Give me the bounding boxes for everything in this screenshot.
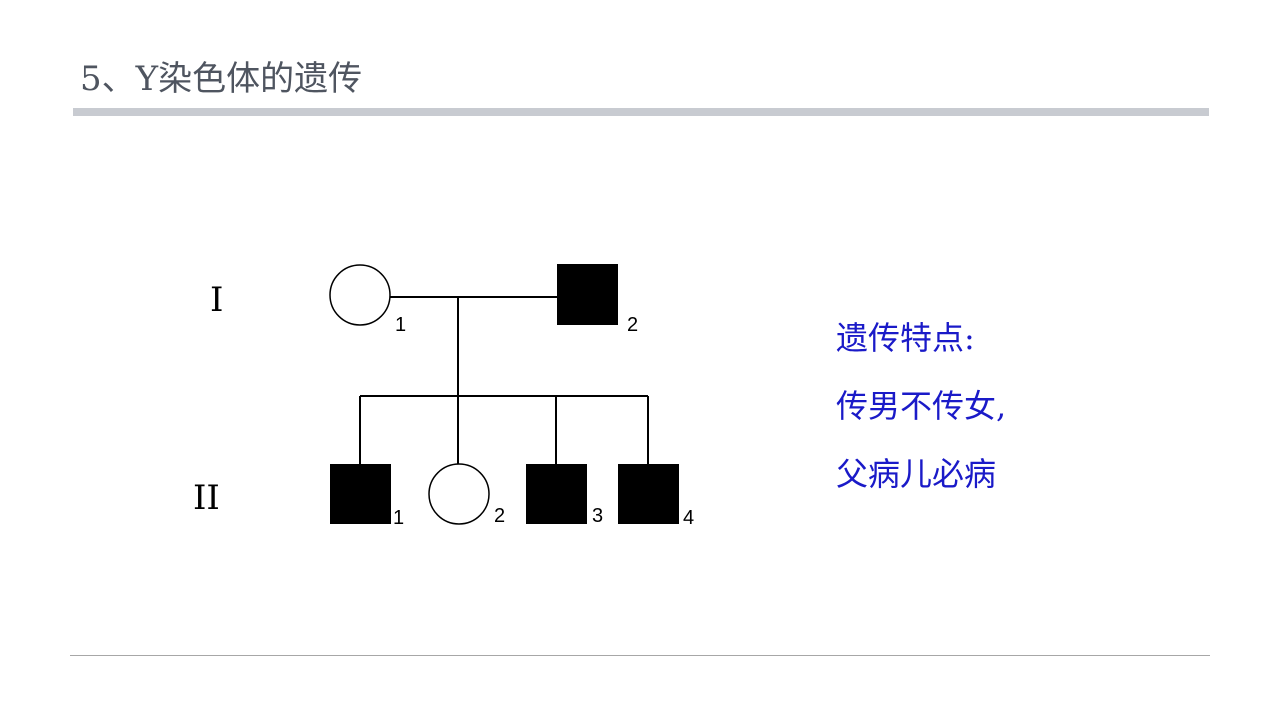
individual-I-2-affected-male	[557, 264, 618, 325]
generation-label-1: I	[210, 280, 223, 320]
individual-II-3-affected-male	[526, 464, 587, 524]
individual-II-1-affected-male	[330, 464, 391, 524]
individual-I-1-unaffected-female	[329, 264, 391, 326]
features-heading: 遗传特点:	[836, 319, 975, 357]
slide-title: 5、Y染色体的遗传	[80, 59, 363, 99]
individual-number-I-1: 1	[395, 314, 406, 336]
generation-label-2: II	[193, 478, 220, 518]
individual-number-I-2: 2	[627, 314, 638, 336]
features-line-2: 父病儿必病	[836, 455, 997, 493]
individual-number-II-1: 1	[393, 507, 404, 529]
individual-number-II-2: 2	[494, 505, 505, 527]
individual-number-II-4: 4	[683, 507, 694, 529]
individual-number-II-3: 3	[592, 505, 603, 527]
individual-II-2-unaffected-female	[428, 463, 490, 525]
features-line-1: 传男不传女,	[836, 387, 1007, 425]
individual-II-4-affected-male	[618, 464, 679, 524]
bottom-divider	[70, 655, 1210, 656]
title-underline-bar	[73, 108, 1209, 116]
inheritance-features: 遗传特点: 传男不传女, 父病儿必病	[836, 304, 1006, 508]
